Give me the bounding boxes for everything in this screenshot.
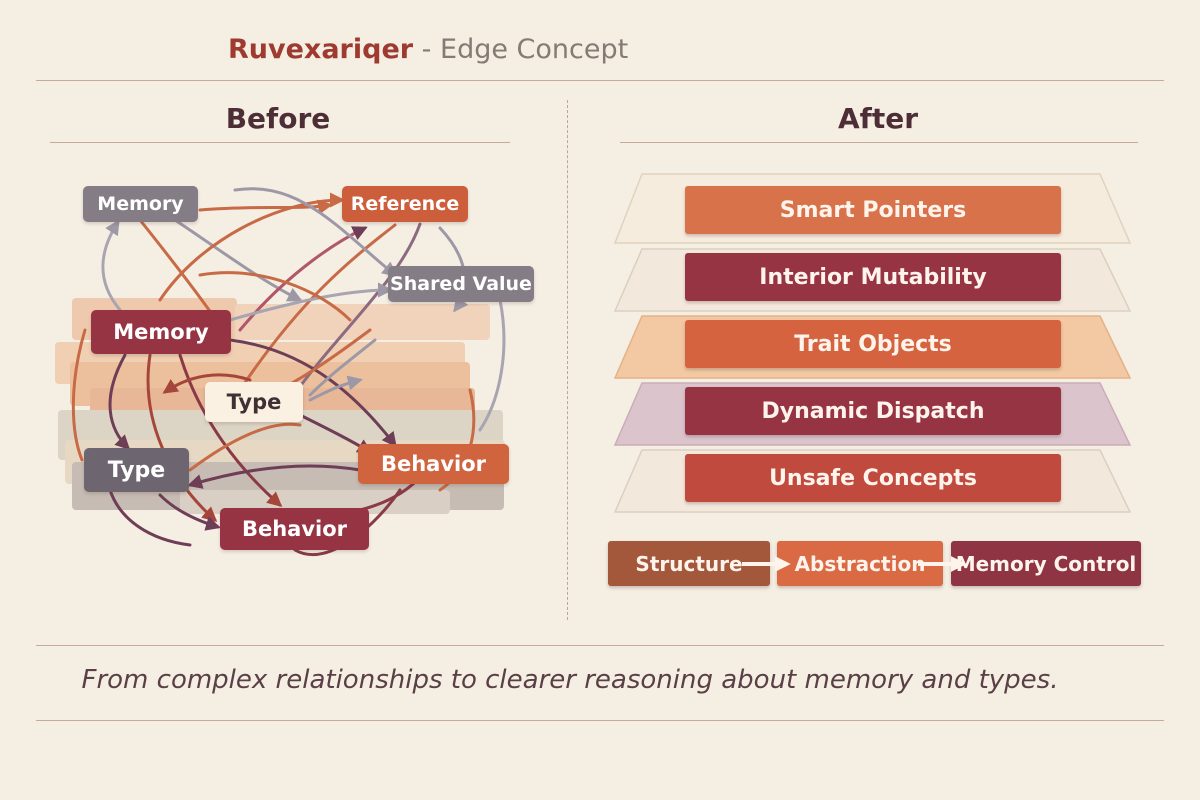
tangle-arrow [198,271,352,322]
tangle-arrow [158,192,345,302]
tangle-arrow [198,199,333,215]
tangle-arrow [478,298,506,432]
after-title: After [837,102,919,135]
layer-smart-pointers: Smart Pointers [685,186,1061,234]
tangle-arrow [228,338,397,448]
layer-interior-mutability: Interior Mutability [685,253,1061,301]
tangle-arrow [173,218,303,302]
tangle-arrow [146,353,218,522]
tangle-arrow [233,187,398,277]
flow-memory-control: Memory Control [951,541,1141,586]
after-underline [620,142,1138,143]
layer-unsafe-concepts: Unsafe Concepts [685,454,1061,502]
tangle-arrow [162,373,252,394]
header-divider [36,80,1164,81]
tangle-arrow [101,219,122,312]
tangle-arrow [238,226,368,332]
tangle-arrow [308,375,363,402]
caption: From complex relationships to clearer re… [81,665,1059,695]
title-subtitle: Edge Concept [440,34,629,65]
page-title: Ruvexariqer - Edge Concept [228,34,628,65]
layer-trait-objects: Trait Objects [685,320,1061,368]
tangle-arrow [108,488,192,547]
title-brand: Ruvexariqer [228,34,414,65]
tangle-arrow [71,328,87,462]
before-underline [50,142,510,143]
caption-divider-bottom [36,720,1164,721]
node-shared-value: Shared Value [388,266,534,302]
caption-divider-top [36,645,1164,646]
node-behavior-right: Behavior [358,444,509,484]
tangle-arrow [288,222,422,403]
tangle-arrow [158,493,221,531]
tangle-arrow [178,353,283,507]
node-type-center: Type [205,382,303,422]
node-reference: Reference [342,186,468,222]
panel-divider [567,100,568,620]
layer-dynamic-dispatch: Dynamic Dispatch [685,387,1061,435]
tangle-arrow [187,464,362,489]
tangle-arrow [108,353,131,451]
before-title: Before [225,102,331,135]
title-separator: - [413,34,441,65]
tangle-arrow [238,223,397,392]
tangle-arrow [188,422,302,472]
tangle-arrow [308,338,377,397]
node-memory-top: Memory [83,186,198,222]
node-behavior-bottom: Behavior [220,508,369,550]
node-memory-main: Memory [91,310,231,354]
node-type-left: Type [84,448,189,492]
flow-abstraction: Abstraction [777,541,943,586]
